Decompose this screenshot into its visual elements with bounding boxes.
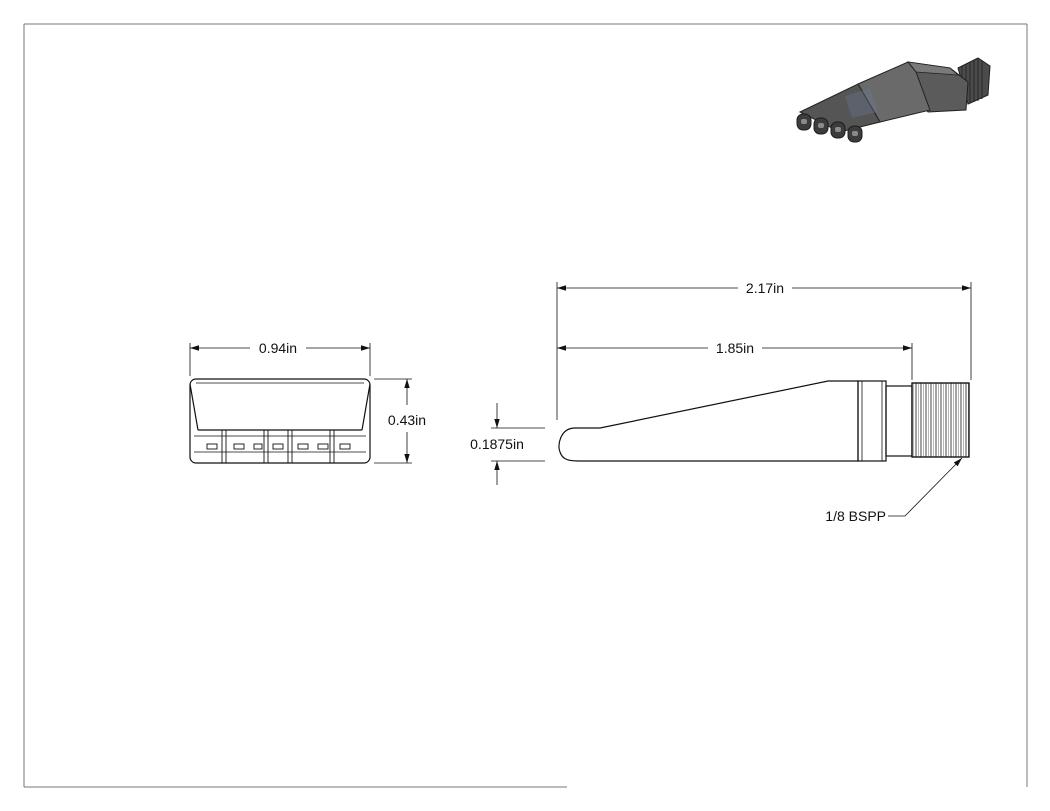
front-height-label: 0.43in [388, 412, 426, 428]
tip-thickness-label: 0.1875in [470, 436, 524, 452]
thread-spec-label: 1/8 BSPP [825, 508, 886, 524]
side-view [558, 380, 970, 462]
front-view [189, 378, 371, 464]
isometric-nozzle-view [796, 57, 991, 143]
dim-front-width: 0.94in [189, 340, 371, 376]
sheet-border [23, 23, 1028, 788]
front-width-label: 0.94in [259, 340, 297, 356]
dim-overall-length: 2.17in [556, 280, 972, 420]
overall-length-label: 2.17in [746, 280, 784, 296]
thread-callout: 1/8 BSPP [825, 457, 963, 524]
body-length-label: 1.85in [716, 340, 754, 356]
dim-body-length: 1.85in [557, 340, 913, 380]
dim-tip-thickness: 0.1875in [470, 403, 545, 485]
dim-front-height: 0.43in [374, 378, 426, 464]
